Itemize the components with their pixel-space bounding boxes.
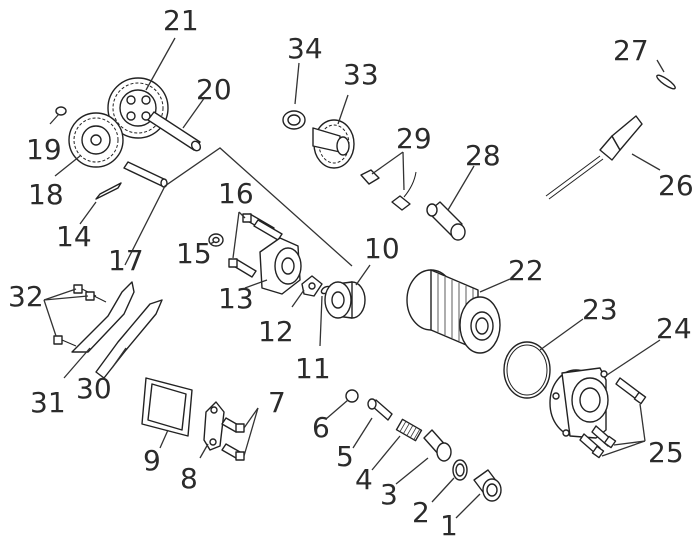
- part-16-bolts: [228, 213, 283, 278]
- part-1-plug: [473, 469, 502, 502]
- callout-11: 11: [295, 352, 331, 385]
- part-4-spring: [395, 418, 423, 442]
- part-27-o-ring: [656, 74, 676, 90]
- callout-labels: 1 2 3 4 5 6 7 8 9 10 11 12 13 14 15 16 1…: [8, 4, 694, 542]
- callout-12: 12: [258, 315, 294, 348]
- callout-33: 33: [343, 58, 379, 91]
- part-2-washer: [452, 459, 468, 481]
- callout-1: 1: [440, 509, 458, 542]
- callout-3: 3: [380, 478, 398, 511]
- callout-8: 8: [180, 462, 198, 495]
- part-26-dipstick: [545, 115, 643, 200]
- part-5-bolt: [367, 398, 393, 421]
- callout-25: 25: [648, 436, 684, 469]
- part-13-pump-body: [259, 237, 302, 295]
- part-30-guide: [95, 299, 163, 379]
- callout-7: 7: [268, 386, 286, 419]
- callout-15: 15: [176, 237, 212, 270]
- callout-13: 13: [218, 282, 254, 315]
- part-18-small-gear: [68, 112, 124, 168]
- part-12-rotor: [301, 275, 323, 297]
- callout-2: 2: [412, 496, 430, 529]
- callout-4: 4: [355, 463, 373, 496]
- callout-28: 28: [465, 139, 501, 172]
- callout-17: 17: [108, 244, 144, 277]
- part-3-sleeve: [423, 429, 452, 462]
- part-25-bolts: [579, 377, 647, 459]
- callout-18: 18: [28, 178, 64, 211]
- callout-21: 21: [163, 4, 199, 37]
- part-9-gasket: [141, 377, 193, 437]
- callout-32: 32: [8, 280, 44, 313]
- callout-20: 20: [196, 73, 232, 106]
- callout-27: 27: [613, 34, 649, 67]
- callout-5: 5: [336, 440, 354, 473]
- callout-16: 16: [218, 177, 254, 210]
- callout-23: 23: [582, 293, 618, 326]
- callout-31: 31: [30, 386, 66, 419]
- callout-30: 30: [76, 372, 112, 405]
- part-28-sensor: [426, 201, 466, 241]
- part-6-nut: [345, 389, 359, 403]
- part-33-gear: [312, 119, 355, 169]
- callout-6: 6: [312, 411, 330, 444]
- callout-34: 34: [287, 32, 323, 65]
- callout-26: 26: [658, 169, 694, 202]
- part-17-axle: [123, 161, 168, 188]
- callout-9: 9: [143, 444, 161, 477]
- part-8-bracket: [203, 401, 225, 451]
- callout-14: 14: [56, 220, 92, 253]
- callout-22: 22: [508, 254, 544, 287]
- part-14-pin: [95, 182, 122, 200]
- part-10-outer-rotor: [324, 281, 366, 319]
- part-24-cover: [549, 367, 609, 439]
- callout-10: 10: [364, 232, 400, 265]
- part-7-bolts: [221, 417, 245, 461]
- part-22-filter: [406, 269, 501, 354]
- callout-19: 19: [26, 133, 62, 166]
- leader-lines: [43, 37, 665, 519]
- part-32-bolts: [53, 284, 107, 347]
- part-31-guide: [71, 281, 135, 353]
- part-20-shaft: [147, 111, 202, 152]
- part-29-clips: [360, 169, 417, 211]
- part-34-bearing: [282, 110, 306, 130]
- callout-24: 24: [656, 312, 692, 345]
- part-21-large-gear: [107, 77, 169, 139]
- part-23-o-ring: [503, 341, 551, 399]
- callout-29: 29: [396, 122, 432, 155]
- part-19-washer: [55, 106, 67, 116]
